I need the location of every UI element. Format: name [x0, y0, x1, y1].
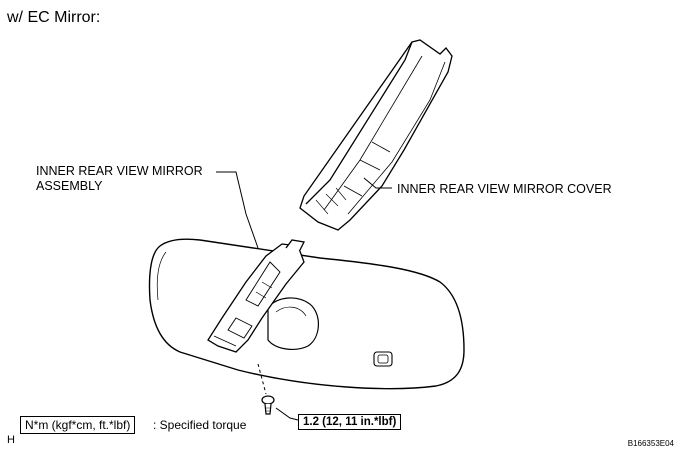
torque-leader-line [275, 407, 299, 421]
assembly-label-line2: ASSEMBLY [36, 179, 103, 193]
torque-value-box: 1.2 (12, 11 in.*lbf) [298, 414, 402, 430]
cover-label: INNER REAR VIEW MIRROR COVER [397, 182, 612, 196]
assembly-label: INNER REAR VIEW MIRROR ASSEMBLY [36, 164, 203, 194]
page-title: w/ EC Mirror: [7, 9, 101, 26]
assembly-label-line1: INNER REAR VIEW MIRROR [36, 164, 203, 178]
cover-leader-line [363, 177, 392, 189]
figure-code: B166353E04 [627, 439, 674, 448]
torque-unit-box: N*m (kgf*cm, ft.*lbf) [20, 416, 136, 434]
torque-legend-text: : Specified torque [153, 418, 247, 432]
corner-mark: H [7, 434, 15, 446]
assembly-leader-line [216, 171, 259, 249]
screw-dashed-line [257, 363, 267, 395]
mirror-cover [299, 39, 453, 231]
mirror-stem [267, 297, 319, 350]
mirror-bracket [207, 239, 305, 353]
screw-icon [261, 395, 275, 415]
